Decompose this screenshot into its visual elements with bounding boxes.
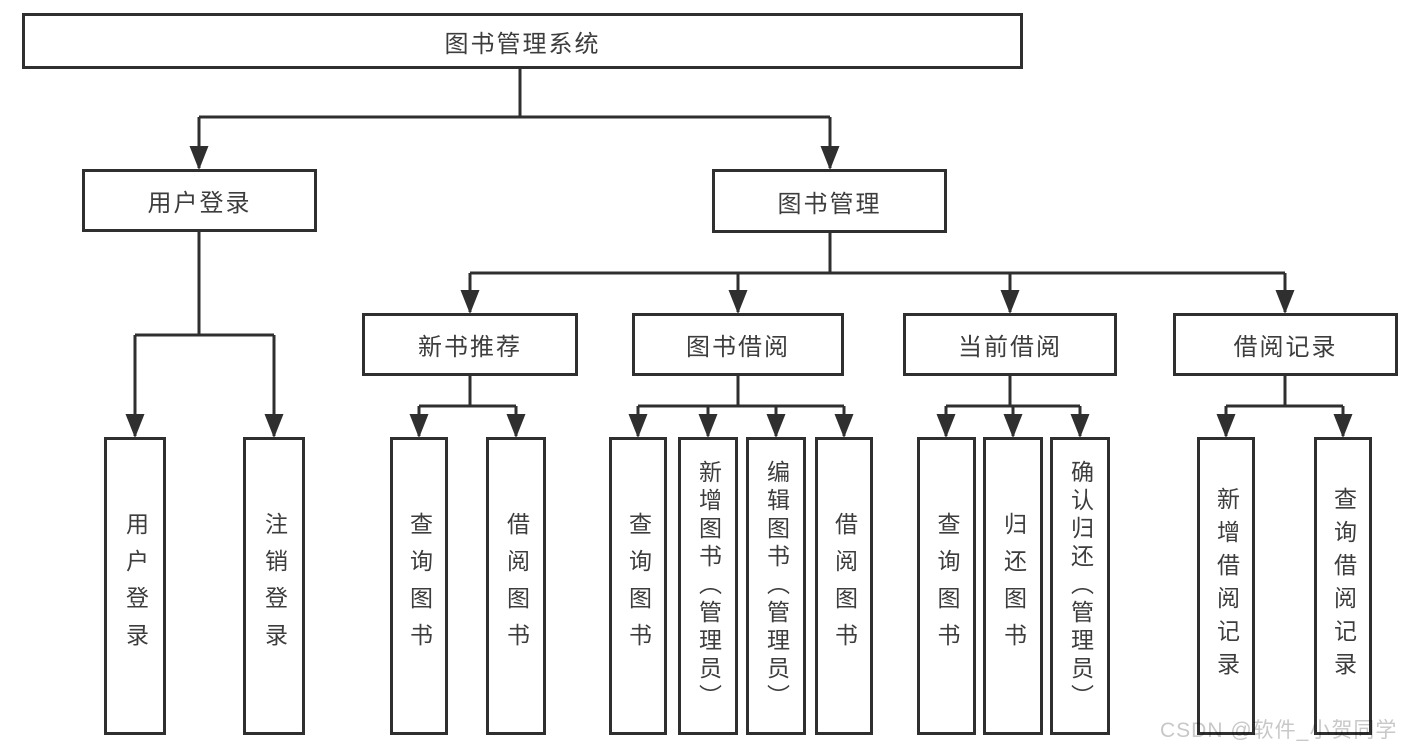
node-label: 归还图书 [1000,512,1027,660]
connector-book-borrow [638,376,844,408]
node-label: 编辑图书（管理员） [763,460,790,712]
csdn-watermark: CSDN @软件_小贺同学 [1160,719,1398,742]
node-label: 图书借阅 [686,334,790,361]
node-leaf-borrow-books-2: 借阅图书 [815,437,873,735]
node-library-management-system: 图书管理系统 [22,13,1023,69]
connector-root [199,69,830,119]
node-label: 确认归还（管理员） [1067,460,1094,712]
connector-current-borrow [946,376,1080,408]
node-current-borrowing: 当前借阅 [903,313,1117,376]
node-label: 注销登录 [261,512,288,660]
node-label: 用户登录 [122,512,149,660]
node-label: 查询图书 [406,512,433,660]
node-book-borrowing: 图书借阅 [632,313,844,376]
node-leaf-query-borrow-record: 查询借阅记录 [1314,437,1372,735]
node-label: 新书推荐 [418,334,522,361]
node-leaf-user-login: 用户登录 [104,437,166,735]
node-label: 新增借阅记录 [1213,487,1240,685]
node-label: 查询借阅记录 [1330,487,1357,685]
node-leaf-logout: 注销登录 [243,437,305,735]
node-leaf-edit-books-admin: 编辑图书（管理员） [746,437,806,735]
node-user-login: 用户登录 [82,169,317,232]
node-label: 新增图书（管理员） [695,460,722,712]
node-leaf-add-books-admin: 新增图书（管理员） [678,437,738,735]
node-leaf-add-borrow-record: 新增借阅记录 [1197,437,1255,735]
node-label: 图书管理 [777,190,882,218]
node-book-management: 图书管理 [712,169,947,233]
node-leaf-query-books-1: 查询图书 [390,437,448,735]
connector-new-book [419,376,516,408]
node-label: 借阅图书 [503,512,530,660]
node-leaf-borrow-books-1: 借阅图书 [486,437,546,735]
connector-user-login [135,232,274,337]
node-label: 查询图书 [625,512,652,660]
node-label: 借阅记录 [1233,334,1338,361]
node-label: 用户登录 [147,190,252,217]
node-label: 当前借阅 [958,334,1062,361]
connector-book-mgmt [470,233,1285,275]
node-leaf-confirm-return-admin: 确认归还（管理员） [1050,437,1110,735]
connector-borrow-record [1226,376,1343,408]
node-label: 查询图书 [934,512,960,660]
node-leaf-query-books-3: 查询图书 [917,437,976,735]
node-label: 借阅图书 [831,512,858,660]
node-leaf-query-books-2: 查询图书 [609,437,667,735]
node-new-book-recommendation: 新书推荐 [362,313,578,376]
node-borrowing-records: 借阅记录 [1173,313,1398,376]
node-label: 图书管理系统 [444,30,601,58]
node-leaf-return-books: 归还图书 [983,437,1043,735]
